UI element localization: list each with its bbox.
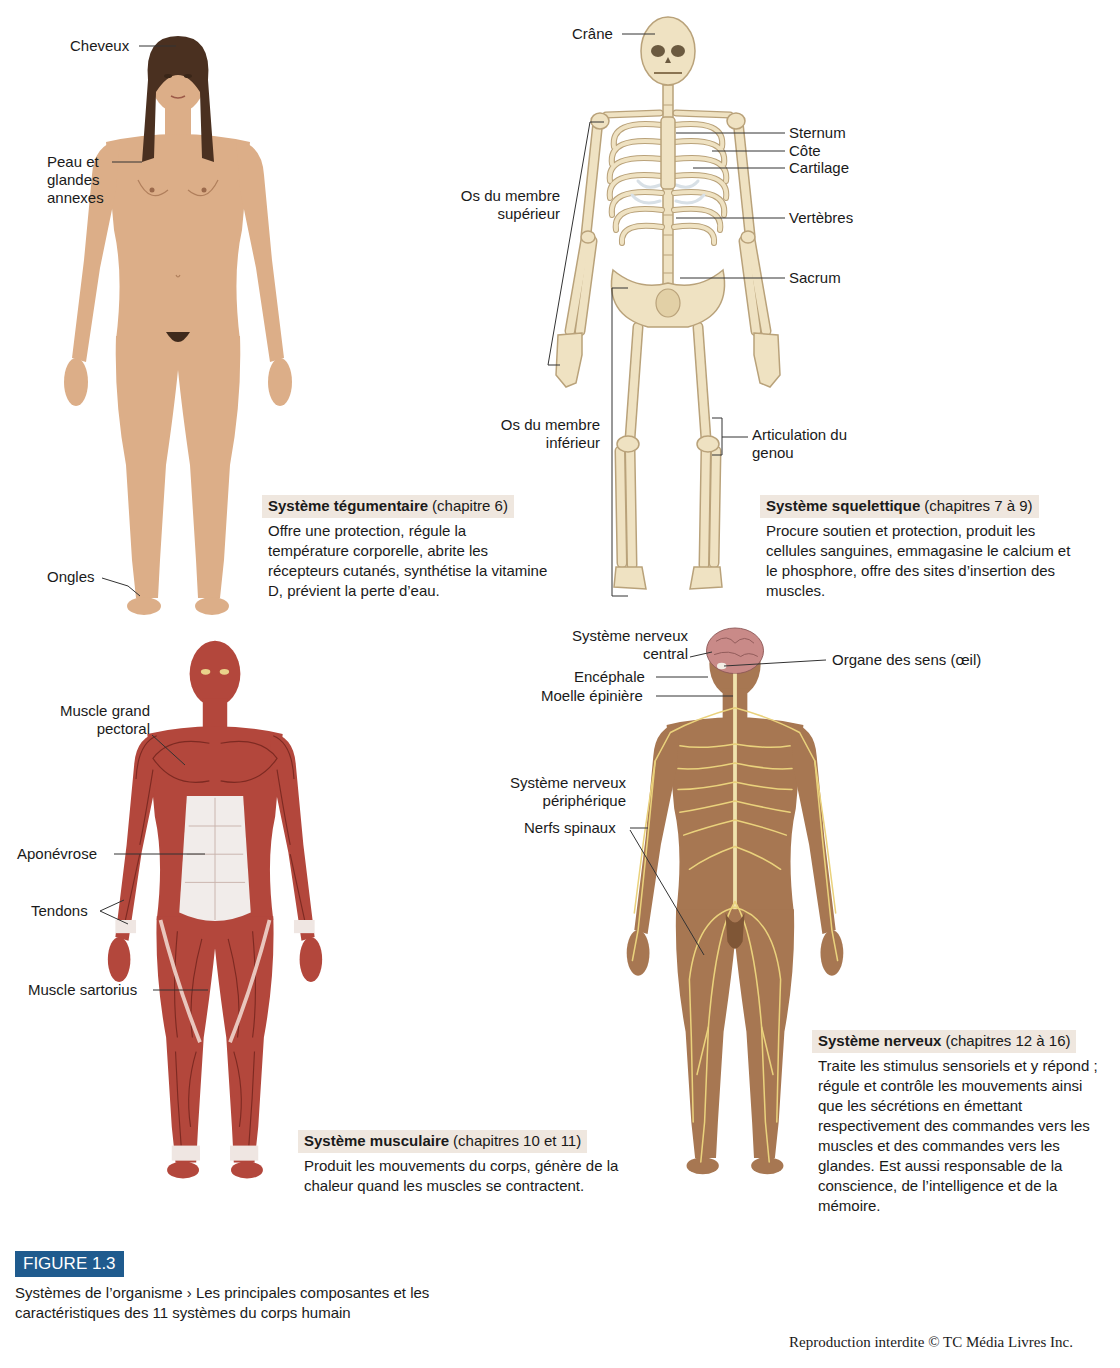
chapter-ref: (chapitres 10 et 11) xyxy=(453,1132,581,1149)
heading-band: Système musculaire(chapitres 10 et 11) xyxy=(298,1130,587,1153)
figure-number: FIGURE 1.3 xyxy=(23,1254,116,1273)
system-box: Système squelettique(chapitres 7 à 9) Pro… xyxy=(766,495,1076,601)
part-label: Côte xyxy=(789,142,821,160)
part-label: Peau et glandes annexes xyxy=(47,153,117,207)
heading-band: Système tégumentaire(chapitre 6) xyxy=(262,495,514,518)
part-label: Moelle épinière xyxy=(541,687,643,705)
part-label: Muscle sartorius xyxy=(28,981,137,999)
system-description: Traite les stimulus sensoriels et y répo… xyxy=(818,1056,1108,1216)
part-label: Système nerveux périphérique xyxy=(492,774,626,810)
part-label: Os du membre inférieur xyxy=(468,416,600,452)
watermark: Reproduction interdite © TC Média Livres… xyxy=(789,1333,1073,1351)
part-label: Sternum xyxy=(789,124,846,142)
heading-band: Système nerveux(chapitres 12 à 16) xyxy=(812,1030,1076,1053)
system-description: Offre une protection, régule la températ… xyxy=(268,521,548,601)
part-label: Sacrum xyxy=(789,269,841,287)
part-label: Organe des sens (œil) xyxy=(832,651,981,669)
system-box: Système musculaire(chapitres 10 et 11) Pr… xyxy=(304,1130,624,1196)
chapter-ref: (chapitres 12 à 16) xyxy=(945,1032,1070,1049)
part-label: Cheveux xyxy=(70,37,129,55)
part-label: Nerfs spinaux xyxy=(524,819,616,837)
part-label: Tendons xyxy=(31,902,88,920)
part-label: Articulation du genou xyxy=(752,426,852,462)
chapter-ref: (chapitres 7 à 9) xyxy=(924,497,1032,514)
part-label: Os du membre supérieur xyxy=(428,187,560,223)
part-label: Aponévrose xyxy=(17,845,97,863)
part-label: Encéphale xyxy=(574,668,645,686)
part-label: Cartilage xyxy=(789,159,849,177)
heading-band: Système squelettique(chapitres 7 à 9) xyxy=(760,495,1039,518)
figure-caption: Systèmes de l’organisme › Les principale… xyxy=(15,1283,505,1323)
part-label: Muscle grand pectoral xyxy=(46,702,150,738)
system-box: Système nerveux(chapitres 12 à 16) Traite… xyxy=(818,1030,1108,1216)
part-label: Vertèbres xyxy=(789,209,853,227)
figure-tag: FIGURE 1.3 xyxy=(15,1251,124,1277)
system-name: Système squelettique xyxy=(766,497,920,514)
system-description: Procure soutien et protection, produit l… xyxy=(766,521,1076,601)
system-box: Système tégumentaire(chapitre 6) Offre un… xyxy=(268,495,548,601)
part-label: Ongles xyxy=(47,568,95,586)
system-description: Produit les mouvements du corps, génère … xyxy=(304,1156,624,1196)
system-name: Système tégumentaire xyxy=(268,497,428,514)
chapter-ref: (chapitre 6) xyxy=(432,497,508,514)
system-name: Système musculaire xyxy=(304,1132,449,1149)
part-label: Crâne xyxy=(572,25,613,43)
part-label: Système nerveux central xyxy=(554,627,688,663)
system-name: Système nerveux xyxy=(818,1032,941,1049)
